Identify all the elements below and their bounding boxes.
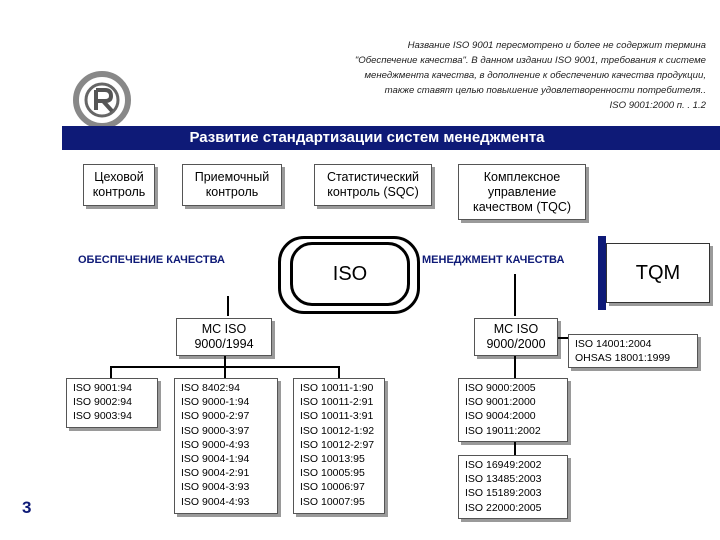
list-item: ISO 9004-4:93 [181,495,250,508]
iso-oval: ISO [290,242,410,306]
list-item: ISO 9003:94 [73,410,132,423]
stage-line: Приемочный [194,170,270,184]
list-item: ISO 22000:2005 [465,501,542,514]
list-item: ISO 9000-4:93 [181,438,250,451]
stage-line: Комплексное [483,169,561,184]
list-item: ISO 9000-1:94 [181,396,250,409]
stage-line: Статистический [326,170,420,184]
stage-tqc: Комплексное управление качеством (TQC) [458,164,586,220]
list-item: ISO 9004-3:93 [181,481,250,494]
list-iso-9000-2005: ISO 9000:2005 ISO 9001:2000 ISO 9004:200… [458,378,568,442]
stage-shop-control: Цеховой контроль [83,164,155,206]
other-standard-line: ISO 14001:2004 [575,338,652,350]
connector-line [224,356,226,366]
list-item: ISO 9002:94 [73,396,132,409]
list-iso-9001-94: ISO 9001:94 ISO 9002:94 ISO 9003:94 [66,378,158,428]
list-item: ISO 10011-3:91 [300,410,374,423]
mc-line: МС ISO [493,322,539,336]
list-item: ISO 10006:97 [300,481,365,494]
list-item: ISO 10012-1:92 [300,424,375,437]
tqm-accent-bar [598,236,606,310]
mc-line: 9000/2000 [486,337,546,351]
list-item: ISO 19011:2002 [465,424,541,437]
other-standards-box: ISO 14001:2004 OHSAS 18001:1999 [568,334,698,368]
list-item: ISO 10007:95 [300,495,365,508]
stage-statistical-control: Статистический контроль (SQC) [314,164,432,206]
stage-line: Цеховой [94,170,144,184]
list-item: ISO 9000:2005 [465,382,536,394]
note-line: также ставят целью повышение удовлетворе… [384,85,706,96]
note-line: менеджмента качества, в дополнение к обе… [364,70,706,81]
list-iso-10011: ISO 10011-1:90 ISO 10011-2:91 ISO 10011-… [293,378,385,514]
list-item: ISO 9000-3:97 [181,424,250,437]
list-item: ISO 9000-2:97 [181,410,250,423]
stage-acceptance-control: Приемочный контроль [182,164,282,206]
iso-label: ISO [332,262,368,285]
list-item: ISO 15189:2003 [465,487,542,500]
mc-iso-2000-box: МС ISO 9000/2000 [474,318,558,356]
connector-line [558,337,568,339]
list-item: ISO 10011-1:90 [300,382,374,394]
stage-line: качеством (TQC) [472,199,572,214]
note-line: ISO 9001:2000 п. . 1.2 [609,100,707,111]
list-item: ISO 9001:94 [73,382,132,394]
list-item: ISO 13485:2003 [465,473,542,486]
title-banner [62,126,720,150]
list-item: ISO 10011-2:91 [300,396,374,409]
list-item: ISO 9004:2000 [465,410,536,423]
mc-line: МС ISO [201,322,247,336]
stage-line: контроль [205,185,259,199]
connector-line [227,296,229,316]
note-text: Название ISO 9001 пересмотрено и более н… [246,38,706,113]
list-item: ISO 9004-2:91 [181,467,250,480]
tqm-label: TQM [635,261,681,284]
connector-line [110,366,112,380]
list-item: ISO 16949:2002 [465,459,542,471]
connector-line [338,366,340,380]
quality-assurance-label: ОБЕСПЕЧЕНИЕ КАЧЕСТВА [78,254,225,266]
connector-spacer [212,280,214,316]
stage-line: контроль [92,185,146,199]
list-item: ISO 10005:95 [300,467,365,480]
page-number: 3 [22,498,32,517]
quality-management-label: МЕНЕДЖМЕНТ КАЧЕСТВА [422,254,565,266]
list-item: ISO 9001:2000 [465,396,536,409]
note-line: "Обеспечение качества". В данном издании… [354,55,706,66]
list-item: ISO 8402:94 [181,382,240,394]
connector-line [514,274,516,316]
stage-line: управление [487,184,557,199]
connector-line [224,366,226,380]
stage-line: контроль (SQC) [327,185,419,199]
list-sector-standards: ISO 16949:2002 ISO 13485:2003 ISO 15189:… [458,455,568,519]
list-iso-8402-94: ISO 8402:94 ISO 9000-1:94 ISO 9000-2:97 … [174,378,278,514]
other-standard-line: OHSAS 18001:1999 [575,352,671,365]
list-item: ISO 9004-1:94 [181,453,250,466]
slide-title: Развитие стандартизации систем менеджмен… [189,129,545,146]
list-item: ISO 10012-2:97 [300,438,375,451]
mc-line: 9000/1994 [194,337,254,351]
connector-line [514,356,516,380]
tqm-box: TQM [606,243,710,303]
note-line: Название ISO 9001 пересмотрено и более н… [407,40,706,51]
mc-iso-1994-box: МС ISO 9000/1994 [176,318,272,356]
logo-icon [73,71,131,129]
list-item: ISO 10013:95 [300,453,365,466]
connector-line [514,442,516,456]
